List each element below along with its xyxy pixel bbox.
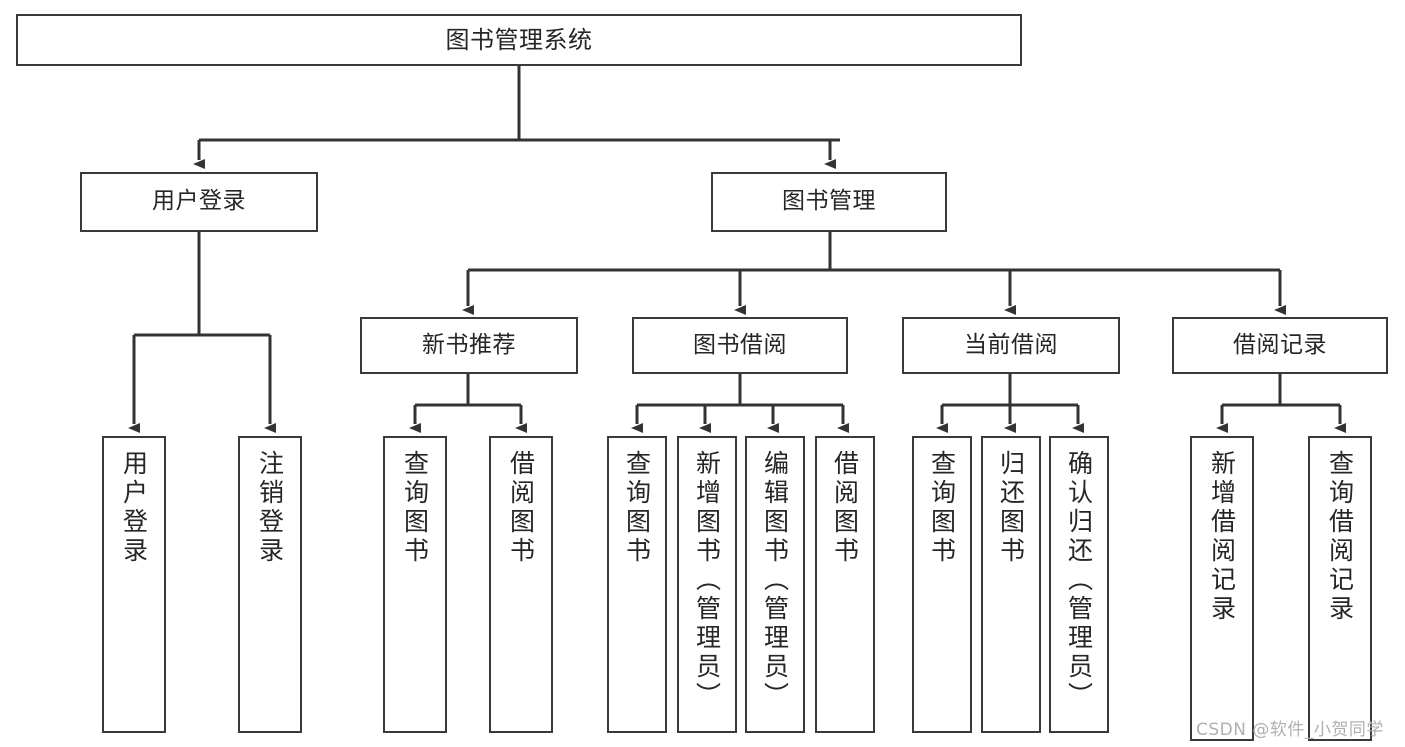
node-current-borrow-label: 当前借阅 [964, 331, 1058, 358]
leaf-user-login[interactable]: 用户登录 [102, 436, 166, 733]
leaf-borrow-book-2[interactable]: 借阅图书 [815, 436, 875, 733]
leaf-borrow-book-1[interactable]: 借阅图书 [489, 436, 553, 733]
leaf-borrow-book-1-label: 借阅图书 [506, 450, 536, 566]
node-user-login[interactable]: 用户登录 [80, 172, 318, 232]
leaf-query-book-3[interactable]: 查询图书 [912, 436, 972, 733]
csdn-watermark: CSDN @软件_小贺同学 [1196, 720, 1384, 740]
leaf-user-logout-label: 注销登录 [255, 450, 285, 566]
node-borrow-record-label: 借阅记录 [1233, 331, 1327, 358]
leaf-query-book-1[interactable]: 查询图书 [383, 436, 447, 733]
leaf-query-record[interactable]: 查询借阅记录 [1308, 436, 1372, 741]
leaf-user-logout[interactable]: 注销登录 [238, 436, 302, 733]
leaf-edit-book[interactable]: 编辑图书（管理员） [745, 436, 805, 733]
leaf-confirm-return-label: 确认归还（管理员） [1064, 450, 1094, 711]
node-user-login-label: 用户登录 [152, 188, 246, 215]
node-root-label: 图书管理系统 [445, 25, 593, 54]
leaf-add-book-label: 新增图书（管理员） [692, 450, 722, 711]
node-root[interactable]: 图书管理系统 [16, 14, 1022, 66]
leaf-query-book-2[interactable]: 查询图书 [607, 436, 667, 733]
node-borrow-record[interactable]: 借阅记录 [1172, 317, 1388, 374]
leaf-add-record-label: 新增借阅记录 [1207, 450, 1237, 624]
node-current-borrow[interactable]: 当前借阅 [902, 317, 1120, 374]
leaf-add-book[interactable]: 新增图书（管理员） [677, 436, 737, 733]
node-new-book-recommend-label: 新书推荐 [422, 331, 516, 358]
leaf-user-login-label: 用户登录 [119, 450, 149, 566]
leaf-edit-book-label: 编辑图书（管理员） [760, 450, 790, 711]
leaf-query-record-label: 查询借阅记录 [1325, 450, 1355, 624]
leaf-query-book-1-label: 查询图书 [400, 450, 430, 566]
node-new-book-recommend[interactable]: 新书推荐 [360, 317, 578, 374]
node-book-manage-label: 图书管理 [782, 188, 876, 215]
leaf-return-book[interactable]: 归还图书 [981, 436, 1041, 733]
leaf-query-book-3-label: 查询图书 [927, 450, 957, 566]
leaf-borrow-book-2-label: 借阅图书 [830, 450, 860, 566]
leaf-return-book-label: 归还图书 [996, 450, 1026, 566]
node-book-manage[interactable]: 图书管理 [711, 172, 947, 232]
leaf-confirm-return[interactable]: 确认归还（管理员） [1049, 436, 1109, 733]
node-book-borrow-label: 图书借阅 [693, 331, 787, 358]
leaf-add-record[interactable]: 新增借阅记录 [1190, 436, 1254, 741]
leaf-query-book-2-label: 查询图书 [622, 450, 652, 566]
node-book-borrow[interactable]: 图书借阅 [632, 317, 848, 374]
